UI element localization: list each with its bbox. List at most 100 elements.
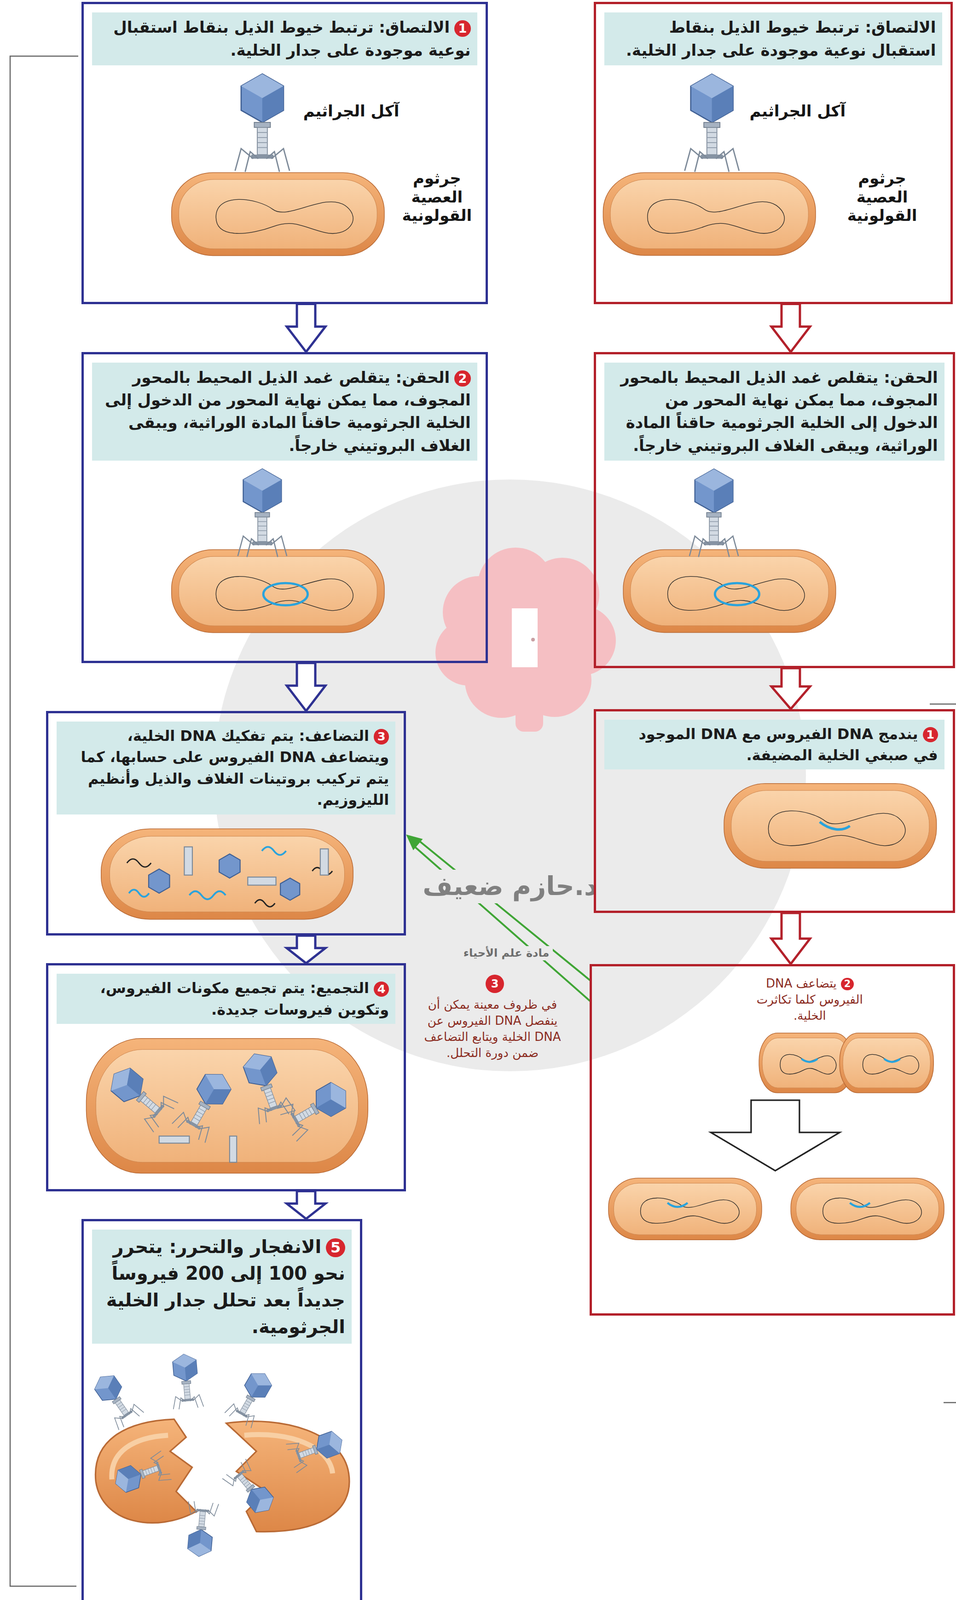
assembly-illustration — [86, 1038, 368, 1174]
flow-arrow — [286, 1191, 326, 1220]
division-illustration — [863, 1054, 920, 1075]
flow-arrow — [771, 304, 811, 353]
step-description: التضاعف: يتم تفكيك DNA الخلية، ويتضاعف D… — [81, 727, 390, 809]
attachment-illustration — [647, 199, 785, 234]
injection-illustration — [216, 576, 354, 611]
step-description: الحقن: يتقلص غمد الذيل المحيط بالمحور ال… — [104, 368, 471, 455]
illustration-area — [48, 1029, 404, 1183]
assembly-illustration — [171, 1065, 239, 1144]
callout-number: 2 — [454, 370, 471, 387]
assembly-illustration — [276, 1074, 355, 1142]
part-label: آكل الجراثيم — [747, 101, 848, 121]
division-illustration — [759, 1033, 853, 1094]
replication-illustration — [189, 891, 226, 900]
replication-illustration — [247, 877, 276, 886]
callout-number: 2 — [840, 978, 854, 991]
step-description: الحقن: يتقلص غمد الذيل المحيط بالمحور ال… — [620, 368, 938, 455]
replication-illustration — [219, 853, 241, 879]
injection-illustration — [83, 466, 486, 638]
assembly-illustration — [48, 1029, 404, 1183]
burst-illustration — [226, 1421, 350, 1532]
watermark-text: مادة علم الأحياء — [459, 946, 554, 961]
replication-illustration — [184, 846, 193, 875]
step-text-band: 4التجميع: يتم تجميع مكونات الفيروس، وتكو… — [56, 973, 396, 1025]
step-text-band: 1يندمج DNA الفيروس مع DNA الموجود في صبغ… — [604, 719, 945, 771]
illustration-area: آكل الجراثيمجرثوم العصية القولونية — [83, 70, 486, 263]
lysogenic-step-box: 2يتضاعف DNA الفيروس كلما تكاثرت الخلية. — [589, 964, 956, 1317]
flow-arrow — [286, 935, 326, 964]
replication-illustration — [128, 846, 286, 900]
callout-number: 5 — [325, 1238, 346, 1258]
step-text-band: 3التضاعف: يتم تفكيك DNA الخلية، ويتضاعف … — [56, 721, 396, 815]
integration-illustration — [596, 775, 953, 878]
step-text-band: 2الحقن: يتقلص غمد الذيل المحيط بالمحور ا… — [92, 362, 477, 461]
integration-illustration — [724, 783, 937, 869]
injection-illustration — [667, 576, 805, 611]
callout-number: 1 — [454, 20, 471, 37]
illustration-area — [591, 1030, 953, 1251]
callout-number: 4 — [373, 981, 389, 997]
illustration-area — [83, 1349, 360, 1564]
replication-illustration — [128, 889, 150, 897]
return-arrow-line — [420, 841, 590, 980]
attachment-illustration — [602, 172, 816, 256]
cycle-bracket — [10, 56, 79, 1587]
replication-illustration — [148, 869, 170, 894]
watermark-holder: د.حازم ضعيف — [413, 869, 607, 904]
division-illustration — [801, 1059, 900, 1063]
injection-illustration — [237, 469, 288, 557]
replication-illustration — [320, 848, 329, 875]
lytic-step-box: 3التضاعف: يتم تفكيك DNA الخلية، ويتضاعف … — [46, 711, 406, 936]
replication-illustration — [48, 820, 404, 928]
watermark-logo — [515, 699, 544, 732]
assembly-illustration — [229, 1136, 237, 1163]
lytic-step-box: 5الانفجار والتحرر: يتحرر نحو 100 إلى 200… — [81, 1219, 363, 1600]
attachment-illustration — [596, 70, 951, 263]
burst-illustration — [183, 1500, 219, 1559]
part-label: آكل الجراثيم — [301, 101, 402, 121]
attachment-illustration — [171, 172, 385, 256]
replication-illustration — [184, 846, 329, 886]
replication-illustration — [126, 858, 151, 868]
watermark-logo — [531, 637, 535, 642]
callout-number: 3 — [373, 729, 389, 745]
burst-illustration — [87, 1368, 145, 1431]
step-text-band: 2يتضاعف DNA الفيروس كلما تكاثرت الخلية. — [745, 974, 875, 1026]
division-illustration — [790, 1178, 945, 1240]
step-description: الانفجار والتحرر: يتحرر نحو 100 إلى 200 … — [106, 1236, 346, 1338]
burst-illustration — [285, 1425, 348, 1473]
illustration-area — [596, 775, 953, 878]
step-text-band: 1الالتصاق: ترتبط خيوط الذيل بنقاط استقبا… — [92, 12, 477, 66]
lysogenic-step-box: 1يندمج DNA الفيروس مع DNA الموجود في صبغ… — [593, 709, 956, 914]
injection-illustration — [263, 583, 308, 606]
assembly-illustration — [158, 1136, 237, 1163]
replication-illustration — [254, 899, 275, 907]
lytic-step-box: 4التجميع: يتم تجميع مكونات الفيروس، وتكو… — [46, 963, 406, 1192]
illustration-area — [48, 820, 404, 928]
flow-arrow — [286, 304, 326, 353]
replication-illustration — [148, 853, 300, 901]
division-illustration — [822, 1198, 922, 1224]
injection-illustration — [623, 550, 836, 633]
replication-illustration — [280, 878, 300, 901]
burst-illustration — [224, 1366, 279, 1429]
arrow-head — [405, 834, 423, 851]
watermark-logo — [511, 608, 538, 668]
burst-illustration — [168, 1353, 204, 1411]
step-description: يندمج DNA الفيروس مع DNA الموجود في صبغي… — [638, 725, 938, 765]
note-text: في ظروف معينة يمكن أن ينفصل DNA الفيروس … — [414, 996, 571, 1062]
watermark-text: د.حازم ضعيف — [418, 869, 601, 904]
assembly-illustration — [101, 1059, 179, 1133]
lytic-step-box: 2الحقن: يتقلص غمد الذيل المحيط بالمحور ا… — [81, 352, 488, 664]
step-description: الالتصاق: ترتبط خيوط الذيل بنقاط استقبال… — [625, 17, 936, 59]
callout-number: 1 — [922, 727, 939, 743]
attachment-illustration — [235, 74, 290, 173]
step-description: الالتصاق: ترتبط خيوط الذيل بنقاط استقبال… — [113, 17, 471, 59]
flow-arrow — [771, 913, 811, 965]
division-illustration — [780, 1054, 837, 1075]
flow-arrow — [771, 668, 811, 710]
attachment-illustration — [684, 74, 740, 172]
flow-arrow — [286, 663, 326, 712]
replication-illustration — [261, 846, 287, 856]
